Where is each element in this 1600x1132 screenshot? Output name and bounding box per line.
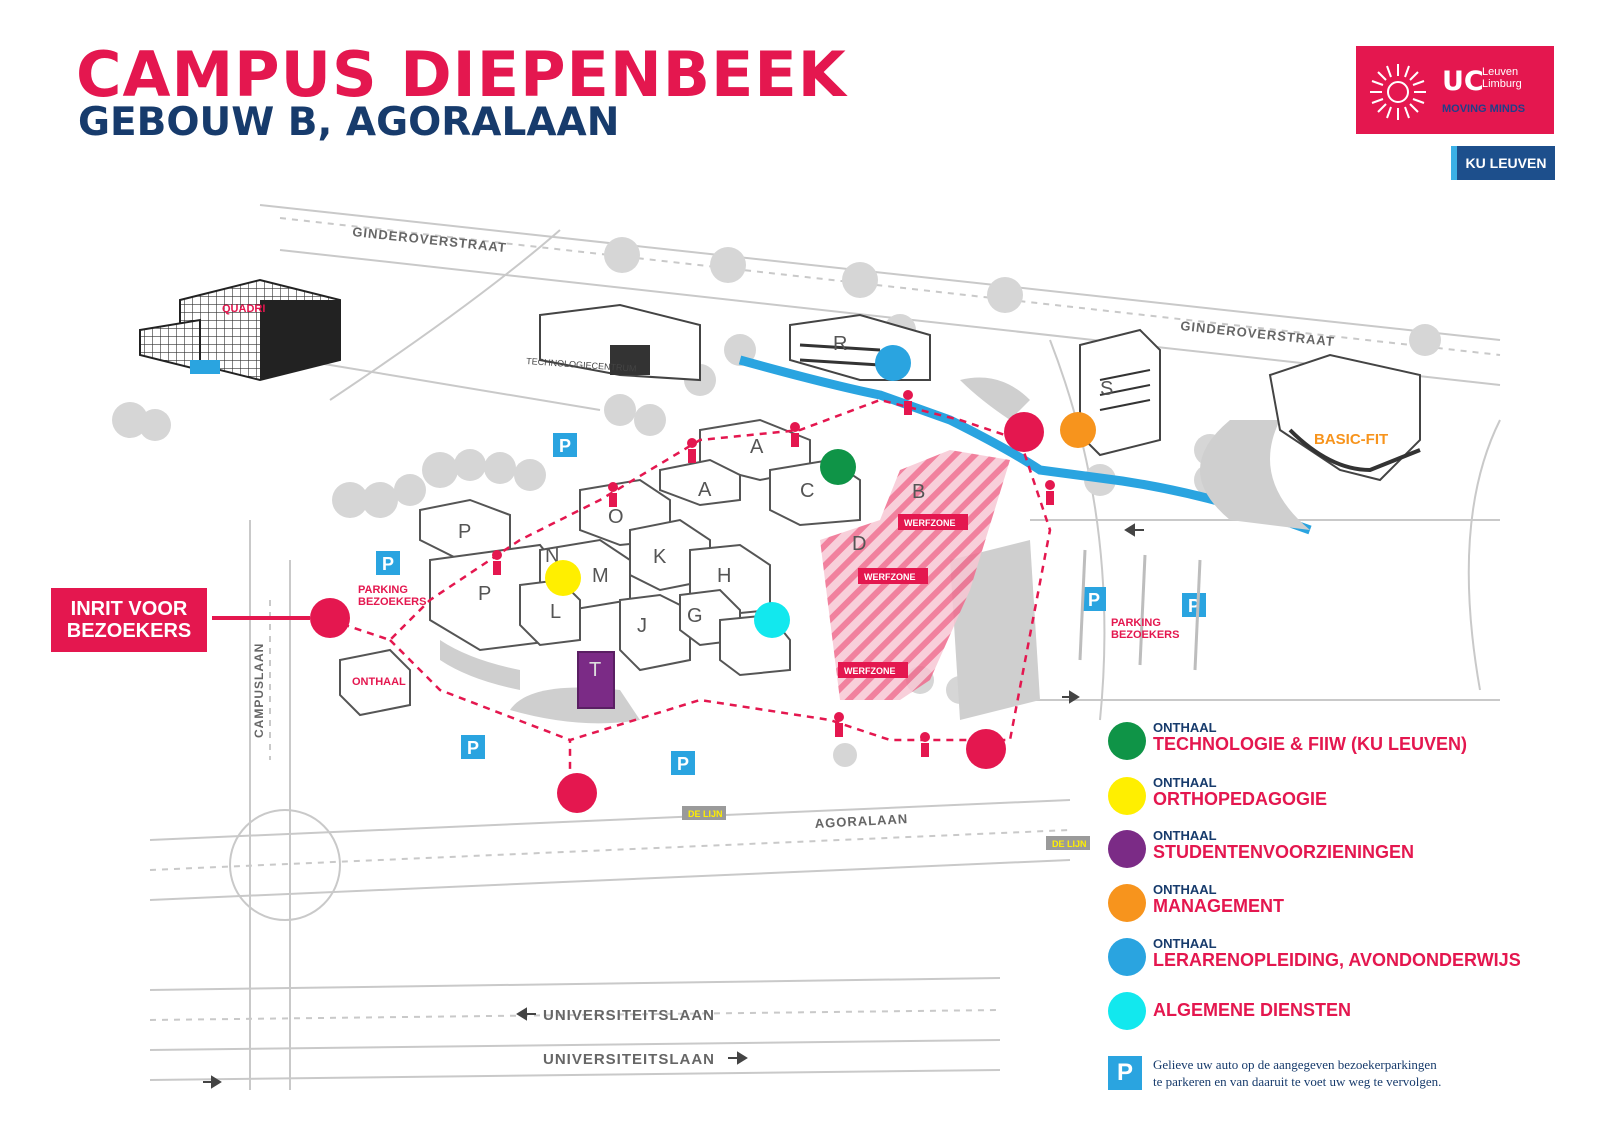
legend-item-orthopedagogie: ONTHAAL ORTHOPEDAGOGIE [1108, 775, 1578, 819]
svg-text:M: M [592, 565, 609, 587]
cyan-dot-icon [1108, 992, 1146, 1030]
legend-big-label: ORTHOPEDAGOGIE [1153, 789, 1328, 809]
orange-dot-icon [1108, 884, 1146, 922]
legend-small-label: ONTHAAL [1153, 936, 1217, 951]
direction-arrows [203, 523, 1144, 1089]
svg-text:P: P [382, 554, 394, 574]
purple-dot-icon [1108, 830, 1146, 868]
werfzone-label-3: WERFZONE [844, 666, 896, 676]
ground-areas [440, 377, 1310, 724]
legend-big-label: ALGEMENE DIENSTEN [1153, 1000, 1352, 1020]
parking-bays [1078, 549, 1202, 671]
building-basic-fit: BASIC-FIT [1268, 353, 1421, 482]
parking-signs [376, 433, 1206, 775]
legend-parking-note: P Gelieve uw auto op de aangegeven bezoe… [1108, 1056, 1578, 1100]
logo-uc-text: UC [1442, 66, 1484, 97]
street-universiteitslaan-east: UNIVERSITEITSLAAN [543, 1051, 715, 1068]
onthaal-markers [545, 345, 1096, 638]
de-lijn-label-2: DE LIJN [1052, 839, 1087, 849]
blue-dot-icon [1108, 938, 1146, 976]
svg-text:P: P [559, 436, 571, 456]
entry-line-2: BEZOEKERS [66, 620, 192, 642]
svg-text:A: A [750, 436, 764, 458]
svg-text:O: O [608, 506, 624, 528]
legend-small-label: ONTHAAL [1153, 882, 1217, 897]
yellow-dot-icon [1108, 777, 1146, 815]
legend-item-technologie: ONTHAAL TECHNOLOGIE & FIIW (KU LEUVEN) [1108, 720, 1578, 764]
street-agoralaan: AGORALAAN [814, 811, 908, 831]
pedestrian-icons [492, 390, 1055, 757]
ku-leuven-logo[interactable]: KU LEUVEN [1451, 146, 1555, 180]
werfzone-area: WERFZONE WERFZONE WERFZONE [820, 450, 1010, 700]
svg-text:P: P [478, 583, 491, 605]
building-quadri: QUADRI [139, 278, 341, 382]
svg-text:R: R [833, 333, 847, 355]
visitor-entrance-label: INRIT VOOR BEZOEKERS [51, 588, 207, 652]
legend-item-lerarenopleiding: ONTHAAL LERARENOPLEIDING, AVONDONDERWIJS [1108, 936, 1578, 980]
svg-text:L: L [550, 601, 561, 623]
svg-text:K: K [653, 546, 667, 568]
legend-small-label: ONTHAAL [1153, 828, 1217, 843]
svg-text:P: P [467, 738, 479, 758]
svg-text:C: C [800, 480, 814, 502]
parking-icon: P [1108, 1056, 1142, 1090]
roads [149, 204, 1501, 1090]
werfzone-label-2: WERFZONE [864, 572, 916, 582]
street-ginderoverstraat-2: GINDEROVERSTRAAT [1180, 318, 1336, 349]
legend-item-management: ONTHAAL MANAGEMENT [1108, 882, 1578, 926]
quadri-label: QUADRI [222, 303, 265, 315]
legend-small-label: ONTHAAL [1153, 720, 1217, 735]
werfzone-label-1: WERFZONE [904, 518, 956, 528]
legend-item-studentenvoorzieningen: ONTHAAL STUDENTENVOORZIENINGEN [1108, 828, 1578, 872]
uc-leuven-limburg-logo[interactable]: UC Leuven Limburg MOVING MINDS [1356, 46, 1554, 134]
svg-text:H: H [717, 565, 731, 587]
building-technologiecentrum: TECHNOLOGIECENTRUM [526, 303, 701, 382]
entry-line-1: INRIT VOOR [70, 598, 188, 620]
svg-text:A: A [698, 479, 712, 501]
page-subtitle: GEBOUW B, AGORALAAN [78, 100, 620, 145]
de-lijn-label-1: DE LIJN [688, 809, 723, 819]
street-campuslaan: CAMPUSLAAN [252, 643, 266, 738]
svg-text:P: P [677, 754, 689, 774]
svg-text:D: D [852, 533, 866, 555]
parking-note-text: Gelieve uw auto op de aangegeven bezoeke… [1153, 1057, 1442, 1089]
svg-text:T: T [589, 659, 601, 681]
green-dot-icon [1108, 722, 1146, 760]
bus-stops: DE LIJN DE LIJN [682, 806, 1090, 850]
svg-text:B: B [912, 481, 925, 503]
svg-text:P: P [458, 521, 471, 543]
svg-text:J: J [637, 615, 647, 637]
legend-big-label: MANAGEMENT [1153, 896, 1284, 916]
sun-logo-icon [1370, 64, 1426, 120]
svg-text:G: G [687, 605, 703, 627]
legend-small-label: ONTHAAL [1153, 775, 1217, 790]
onthaal-building-label: ONTHAAL [352, 676, 406, 688]
legend-item-algemene-diensten: ALGEMENE DIENSTEN [1108, 990, 1578, 1034]
logo-tagline: MOVING MINDS [1442, 103, 1526, 115]
building-t [577, 651, 615, 709]
entrance-markers [310, 412, 1044, 813]
legend-big-label: STUDENTENVOORZIENINGEN [1153, 842, 1415, 862]
legend-big-label: LERARENOPLEIDING, AVONDONDERWIJS [1153, 950, 1521, 970]
basic-fit-label: BASIC-FIT [1314, 431, 1388, 448]
legend-big-label: TECHNOLOGIE & FIIW (KU LEUVEN) [1153, 734, 1467, 754]
walking-route [329, 398, 1052, 790]
svg-text:P: P [1088, 590, 1100, 610]
street-universiteitslaan-west: UNIVERSITEITSLAAN [543, 1007, 715, 1024]
campus-buildings [339, 418, 861, 717]
logo-sub-text: Leuven Limburg [1482, 66, 1522, 90]
svg-text:S: S [1100, 378, 1113, 400]
page-title: CAMPUS DIEPENBEEK [76, 38, 847, 111]
